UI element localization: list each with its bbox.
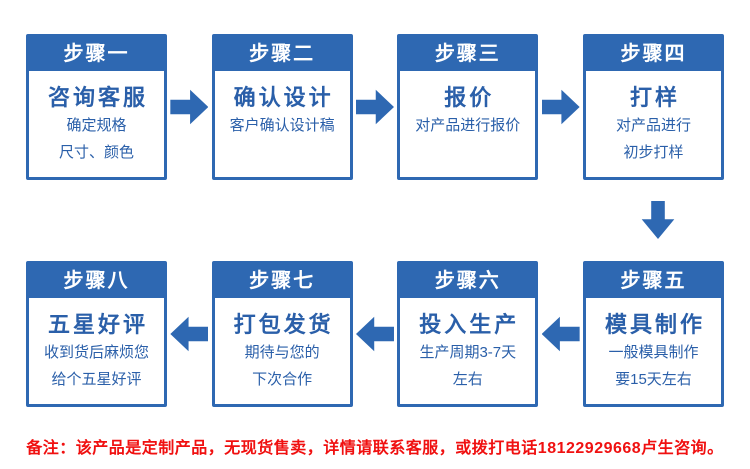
step-1-detail-line: 尺寸、颜色 xyxy=(58,144,134,161)
step-4-header: 步骤四 xyxy=(585,37,721,71)
step-box-7: 步骤七 打包发货 期待与您的 下次合作 xyxy=(211,261,353,407)
step-box-5: 步骤五 模具制作 一般模具制作 要15天左右 xyxy=(582,261,724,407)
flow-row-top: 步骤一 咨询客服 确定规格 尺寸、颜色 步骤二 确认设计 客户确认设计稿 步骤三… xyxy=(0,34,750,180)
step-box-8: 步骤八 五星好评 收到货后麻烦您 给个五星好评 xyxy=(26,261,167,407)
remark-note: 备注：该产品是定制产品，无现货售卖，详情请联系客服，或拨打电话181229296… xyxy=(26,440,724,457)
arrow-down-icon xyxy=(641,201,675,239)
step-8-detail-line: 收到货后麻烦您 xyxy=(43,344,149,361)
step-box-3: 步骤三 报价 对产品进行报价 xyxy=(397,34,539,180)
step-2-detail-line: 客户确认设计稿 xyxy=(229,117,335,134)
step-1-detail-line: 确定规格 xyxy=(66,117,127,134)
step-5-title: 模具制作 xyxy=(604,312,705,337)
step-7-header: 步骤七 xyxy=(214,264,350,298)
step-8-detail-line: 给个五星好评 xyxy=(51,371,142,388)
step-6-header: 步骤六 xyxy=(400,264,536,298)
step-5-header: 步骤五 xyxy=(585,264,721,298)
step-2-header: 步骤二 xyxy=(214,37,350,71)
step-8-header: 步骤八 xyxy=(29,264,164,298)
step-box-6: 步骤六 投入生产 生产周期3-7天 左右 xyxy=(397,261,539,407)
step-3-detail-line: 对产品进行报价 xyxy=(415,117,521,134)
step-8-title: 五星好评 xyxy=(47,312,148,337)
step-4-title: 打样 xyxy=(629,85,680,110)
arrow-right-icon xyxy=(355,89,394,125)
arrow-left-icon xyxy=(541,316,580,352)
arrow-right-icon xyxy=(541,89,580,125)
step-box-4: 步骤四 打样 对产品进行 初步打样 xyxy=(582,34,724,180)
step-4-detail-line: 初步打样 xyxy=(623,144,684,161)
step-1-title: 咨询客服 xyxy=(47,85,148,110)
step-2-title: 确认设计 xyxy=(233,85,334,110)
step-5-detail-line: 要15天左右 xyxy=(615,371,692,388)
step-box-1: 步骤一 咨询客服 确定规格 尺寸、颜色 xyxy=(26,34,167,180)
step-6-detail-line: 生产周期3-7天 xyxy=(419,344,517,361)
step-box-2: 步骤二 确认设计 客户确认设计稿 xyxy=(211,34,353,180)
arrow-right-icon xyxy=(170,89,209,125)
flow-row-bottom: 步骤八 五星好评 收到货后麻烦您 给个五星好评 步骤七 打包发货 期待与您的 下… xyxy=(0,261,750,407)
step-4-detail-line: 对产品进行 xyxy=(615,117,691,134)
step-5-detail-line: 一般模具制作 xyxy=(608,344,699,361)
step-7-title: 打包发货 xyxy=(233,312,334,337)
step-3-header: 步骤三 xyxy=(400,37,536,71)
arrow-left-icon xyxy=(355,316,394,352)
step-6-title: 投入生产 xyxy=(419,312,520,337)
step-1-header: 步骤一 xyxy=(29,37,164,71)
step-3-title: 报价 xyxy=(444,85,495,110)
step-7-detail-line: 期待与您的 xyxy=(244,344,320,361)
step-7-detail-line: 下次合作 xyxy=(252,371,313,388)
step-6-detail-line: 左右 xyxy=(452,371,483,388)
arrow-left-icon xyxy=(170,316,209,352)
